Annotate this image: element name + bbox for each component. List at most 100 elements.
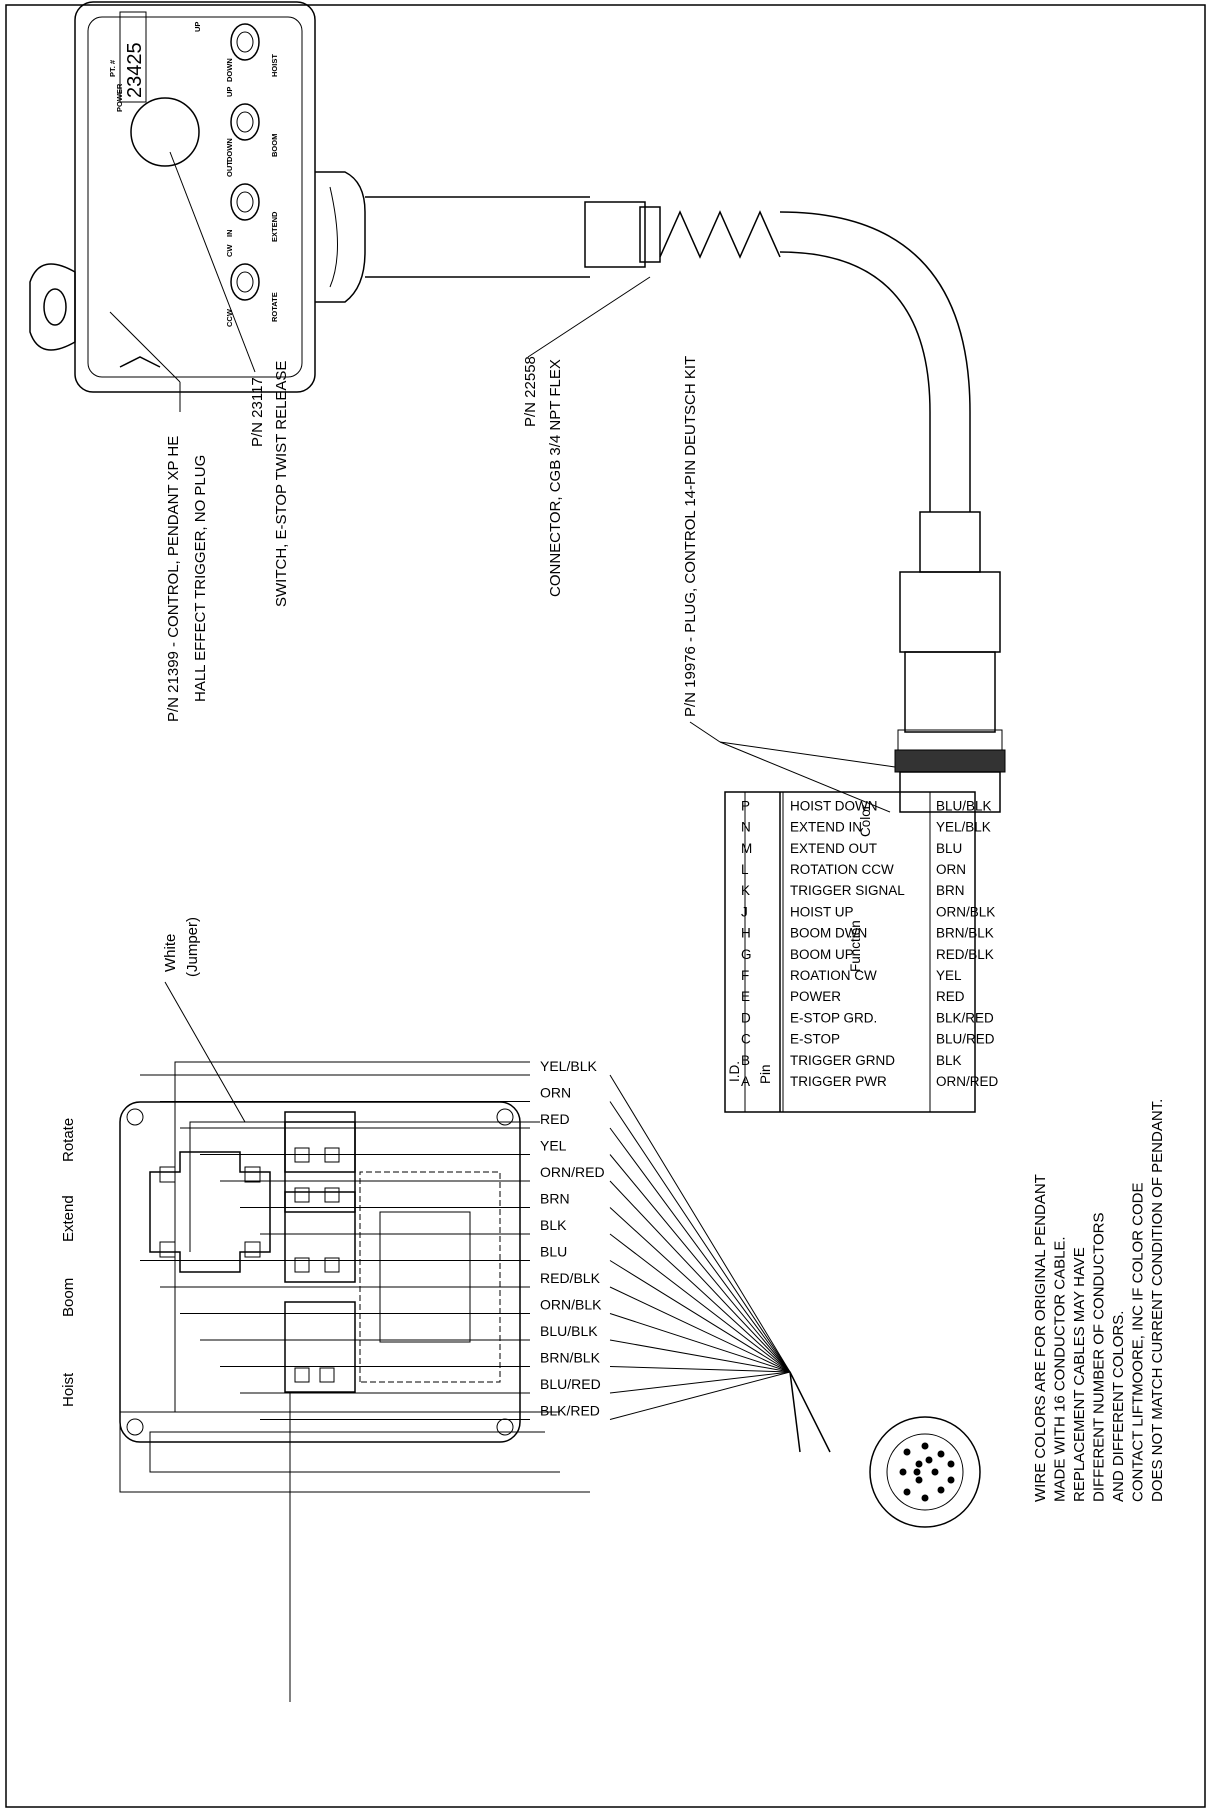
connector-pin: [915, 1476, 923, 1484]
pin-id: N: [741, 820, 751, 835]
wire-label: YEL/BLK: [540, 1058, 597, 1074]
pin-id: C: [741, 1032, 751, 1047]
estop-desc: SWITCH, E-STOP TWIST RELEASE: [273, 361, 290, 607]
pin-color: RED/BLK: [936, 947, 994, 962]
wire-label: BRN: [540, 1191, 570, 1207]
svg-text:DOWN: DOWN: [225, 138, 234, 162]
wire-label: BLU/BLK: [540, 1323, 598, 1339]
cable-end-connector: [869, 1416, 981, 1528]
toggle-hoist: UP DOWN HOIST: [193, 22, 279, 82]
pin-table-frame: [724, 791, 976, 1113]
hoist-switch-label: HOIST: [270, 54, 279, 77]
svg-text:CW: CW: [225, 244, 234, 257]
pin-function: HOIST UP: [790, 904, 854, 919]
toggle-extend: OUT IN EXTEND: [225, 161, 279, 242]
pin-color: YEL: [936, 968, 962, 983]
pin-color: ORN/BLK: [936, 904, 995, 919]
pin-color: ORN: [936, 862, 966, 877]
wire-label: YEL: [540, 1138, 567, 1154]
note-line: DIFFERENT NUMBER OF CONDUCTORS: [1091, 1213, 1108, 1502]
plug-cable: [779, 211, 971, 512]
note-line: MADE WITH 16 CONDUCTOR CABLE.: [1052, 1236, 1069, 1502]
switch-label-boom: Boom: [60, 1278, 77, 1317]
pin-color: BLU/BLK: [936, 798, 992, 813]
pin-id: K: [741, 883, 750, 898]
pin-function: E-STOP GRD.: [790, 1010, 877, 1025]
pin-function: TRIGGER PWR: [790, 1074, 887, 1089]
wire-labels: YEL/BLKORNREDYELORN/REDBRNBLKBLURED/BLKO…: [540, 1058, 605, 1419]
connector-pin: [915, 1460, 923, 1468]
deutsch-plug: [919, 511, 981, 573]
boom-switch-block: [284, 1191, 356, 1283]
connector-pins: [899, 1442, 955, 1502]
pcb-outline: [359, 1171, 501, 1383]
wire-lead: [609, 1260, 791, 1373]
svg-text:UP: UP: [225, 87, 234, 97]
svg-text:OUT: OUT: [225, 161, 234, 177]
wire-label: BLK: [540, 1217, 567, 1233]
wire-lead: [609, 1371, 791, 1394]
connector-pin: [921, 1494, 929, 1502]
switch-label-extend: Extend: [60, 1195, 77, 1242]
connector-pin: [937, 1450, 945, 1458]
extend-switch-label: EXTEND: [270, 211, 279, 242]
note-line: REPLACEMENT CABLES MAY HAVE: [1071, 1247, 1088, 1502]
connector-desc: CONNECTOR, CGB 3/4 NPT FLEX: [547, 359, 564, 597]
pin-function: ROTATION CCW: [790, 862, 894, 877]
pin-id: E: [741, 989, 750, 1004]
pin-function: HOIST DOWN: [790, 798, 878, 813]
wire-label: RED/BLK: [540, 1270, 601, 1286]
wire-lead: [609, 1286, 791, 1373]
plug-label: P/N 19976 - PLUG, CONTROL 14-PIN DEUTSCH…: [682, 356, 699, 717]
svg-text:DOWN: DOWN: [225, 58, 234, 82]
wire-lead: [609, 1313, 791, 1373]
svg-text:IN: IN: [225, 230, 234, 238]
wire-label: BRN/BLK: [540, 1350, 601, 1366]
svg-text:CCW: CCW: [225, 308, 234, 327]
pin-id: H: [741, 926, 751, 941]
connector-pin: [947, 1476, 955, 1484]
connector-pin: [899, 1468, 907, 1476]
note-line: CONTACT LIFTMOORE, INC IF COLOR CODE: [1130, 1183, 1147, 1502]
liftmoore-logo-icon: [119, 356, 161, 368]
hoist-switch-block: [284, 1301, 356, 1393]
pendant-hanger-tab: [29, 263, 76, 351]
strain-relief-spring: [659, 210, 781, 259]
switch-label-rotate: Rotate: [60, 1118, 77, 1162]
pin-id: B: [741, 1053, 750, 1068]
switch-label-hoist: Hoist: [60, 1372, 77, 1407]
function-header: Function: [848, 920, 863, 972]
pendant-hanger-hole: [43, 288, 67, 326]
pin-color: BLU: [936, 841, 962, 856]
connector-pn: P/N 22558: [522, 356, 539, 427]
toggle-boom: UP DOWN BOOM: [225, 87, 279, 162]
rotate-switch-block: [284, 1111, 356, 1173]
pendant-body-outer: [74, 1, 316, 393]
wire-label: BLU/RED: [540, 1376, 601, 1392]
pin-color: BRN: [936, 883, 965, 898]
pin-id: L: [741, 862, 749, 877]
pin-color: BLU/RED: [936, 1032, 995, 1047]
pin-header-1: Pin: [758, 1064, 773, 1084]
pin-function: EXTEND OUT: [790, 841, 877, 856]
wire-label: ORN/RED: [540, 1164, 605, 1180]
pin-id: J: [741, 904, 748, 919]
wiring-schematic: Hoist Boom Extend Rotate White (Jumper) …: [60, 917, 981, 1702]
part-number-box: [119, 11, 147, 103]
jumper-label: White: [162, 934, 179, 972]
jumper-sublabel: (Jumper): [184, 917, 201, 977]
pin-function: EXTEND IN: [790, 820, 862, 835]
pendant-cable-boot: [315, 171, 366, 303]
pin-color: ORN/RED: [936, 1074, 999, 1089]
rotate-switch-label: ROTATE: [270, 292, 279, 322]
pin-id: G: [741, 947, 752, 962]
pin-function: TRIGGER GRND: [790, 1053, 895, 1068]
pin-id: P: [741, 798, 750, 813]
pin-id: D: [741, 1010, 751, 1025]
wire-lead: [609, 1127, 791, 1373]
pin-id: A: [741, 1074, 750, 1089]
